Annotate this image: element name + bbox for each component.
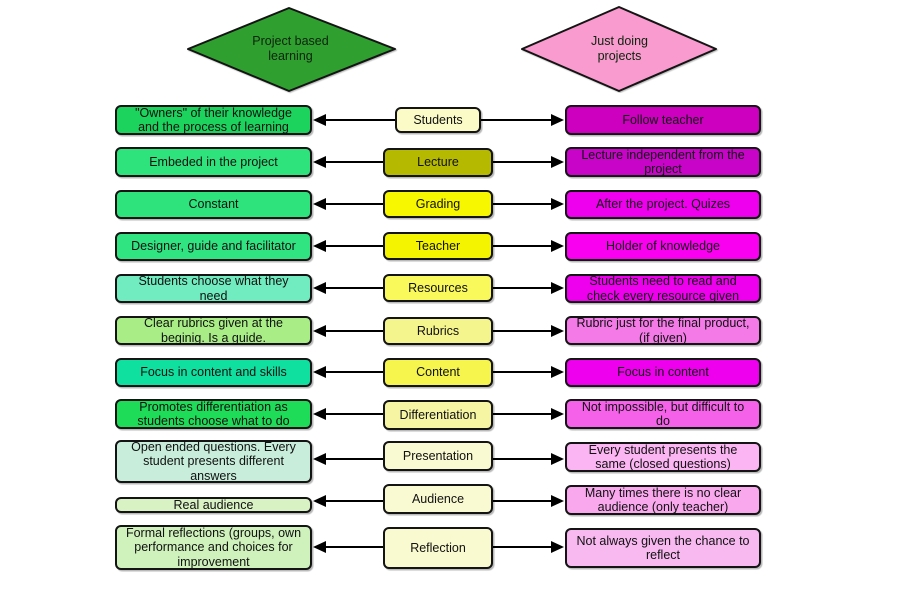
left-attribute-box: Embeded in the project (115, 147, 312, 177)
topic-box: Students (395, 107, 481, 133)
arrow-right-shaft (493, 330, 554, 332)
arrow-left-shaft (324, 458, 383, 460)
arrow-right-shaft (493, 161, 554, 163)
arrow-left-icon (313, 282, 326, 294)
arrow-right-icon (551, 114, 564, 126)
arrow-left-icon (313, 495, 326, 507)
arrow-right-shaft (493, 245, 554, 247)
left-attribute-box: "Owners" of their knowledge and the proc… (115, 105, 312, 135)
arrow-right-icon (551, 366, 564, 378)
arrow-left-icon (313, 541, 326, 553)
left-attribute-box: Real audience (115, 497, 312, 513)
right-attribute-box: Not always given the chance to reflect (565, 528, 761, 568)
arrow-left-shaft (324, 546, 383, 548)
arrow-right-icon (551, 198, 564, 210)
arrow-left-shaft (324, 203, 383, 205)
topic-box: Grading (383, 190, 493, 218)
project-based-learning-diamond (187, 7, 396, 92)
topic-box: Content (383, 358, 493, 387)
left-attribute-box: Open ended questions. Every student pres… (115, 440, 312, 483)
arrow-right-shaft (493, 371, 554, 373)
left-attribute-box: Students choose what they need (115, 274, 312, 303)
left-attribute-box: Clear rubrics given at the beginig. Is a… (115, 316, 312, 345)
arrow-left-shaft (324, 161, 383, 163)
topic-box: Resources (383, 274, 493, 302)
arrow-right-shaft (493, 500, 554, 502)
arrow-right-icon (551, 156, 564, 168)
right-attribute-box: After the project. Quizes (565, 190, 761, 219)
topic-box: Lecture (383, 148, 493, 177)
arrow-right-shaft (493, 413, 554, 415)
arrow-right-shaft (493, 203, 554, 205)
topic-box: Presentation (383, 441, 493, 471)
arrow-left-icon (313, 198, 326, 210)
arrow-right-shaft (493, 458, 554, 460)
arrow-left-icon (313, 366, 326, 378)
arrow-right-icon (551, 453, 564, 465)
project-based-learning-label: Project based learning (252, 34, 329, 63)
arrow-right-icon (551, 495, 564, 507)
arrow-right-icon (551, 408, 564, 420)
arrow-right-shaft (493, 546, 554, 548)
right-attribute-box: Every student presents the same (closed … (565, 442, 761, 472)
topic-box: Differentiation (383, 400, 493, 430)
arrow-left-icon (313, 453, 326, 465)
arrow-right-icon (551, 325, 564, 337)
arrow-right-shaft (481, 119, 554, 121)
right-attribute-box: Follow teacher (565, 105, 761, 135)
right-attribute-box: Holder of knowledge (565, 232, 761, 261)
topic-box: Audience (383, 484, 493, 514)
right-attribute-box: Rubric just for the final product, (if g… (565, 316, 761, 345)
arrow-left-shaft (324, 119, 395, 121)
arrow-left-icon (313, 240, 326, 252)
arrow-left-shaft (324, 287, 383, 289)
topic-box: Teacher (383, 232, 493, 260)
just-doing-projects-diamond (521, 6, 717, 92)
arrow-right-shaft (493, 287, 554, 289)
arrow-left-icon (313, 156, 326, 168)
left-attribute-box: Constant (115, 190, 312, 219)
left-attribute-box: Formal reflections (groups, own performa… (115, 525, 312, 570)
arrow-left-icon (313, 114, 326, 126)
right-attribute-box: Not impossible, but difficult to do (565, 399, 761, 429)
arrow-left-shaft (324, 500, 383, 502)
right-attribute-box: Lecture independent from the project (565, 147, 761, 177)
arrow-left-shaft (324, 371, 383, 373)
left-attribute-box: Designer, guide and facilitator (115, 232, 312, 261)
left-attribute-box: Promotes differentiation as students cho… (115, 399, 312, 429)
arrow-right-icon (551, 240, 564, 252)
arrow-right-icon (551, 282, 564, 294)
just-doing-projects-label: Just doing projects (591, 34, 648, 63)
arrow-right-icon (551, 541, 564, 553)
left-attribute-box: Focus in content and skills (115, 358, 312, 387)
arrow-left-shaft (324, 413, 383, 415)
arrow-left-shaft (324, 330, 383, 332)
right-attribute-box: Many times there is no clear audience (o… (565, 485, 761, 515)
topic-box: Reflection (383, 527, 493, 569)
right-attribute-box: Students need to read and check every re… (565, 274, 761, 303)
arrow-left-icon (313, 325, 326, 337)
arrow-left-icon (313, 408, 326, 420)
topic-box: Rubrics (383, 317, 493, 345)
right-attribute-box: Focus in content (565, 358, 761, 387)
arrow-left-shaft (324, 245, 383, 247)
